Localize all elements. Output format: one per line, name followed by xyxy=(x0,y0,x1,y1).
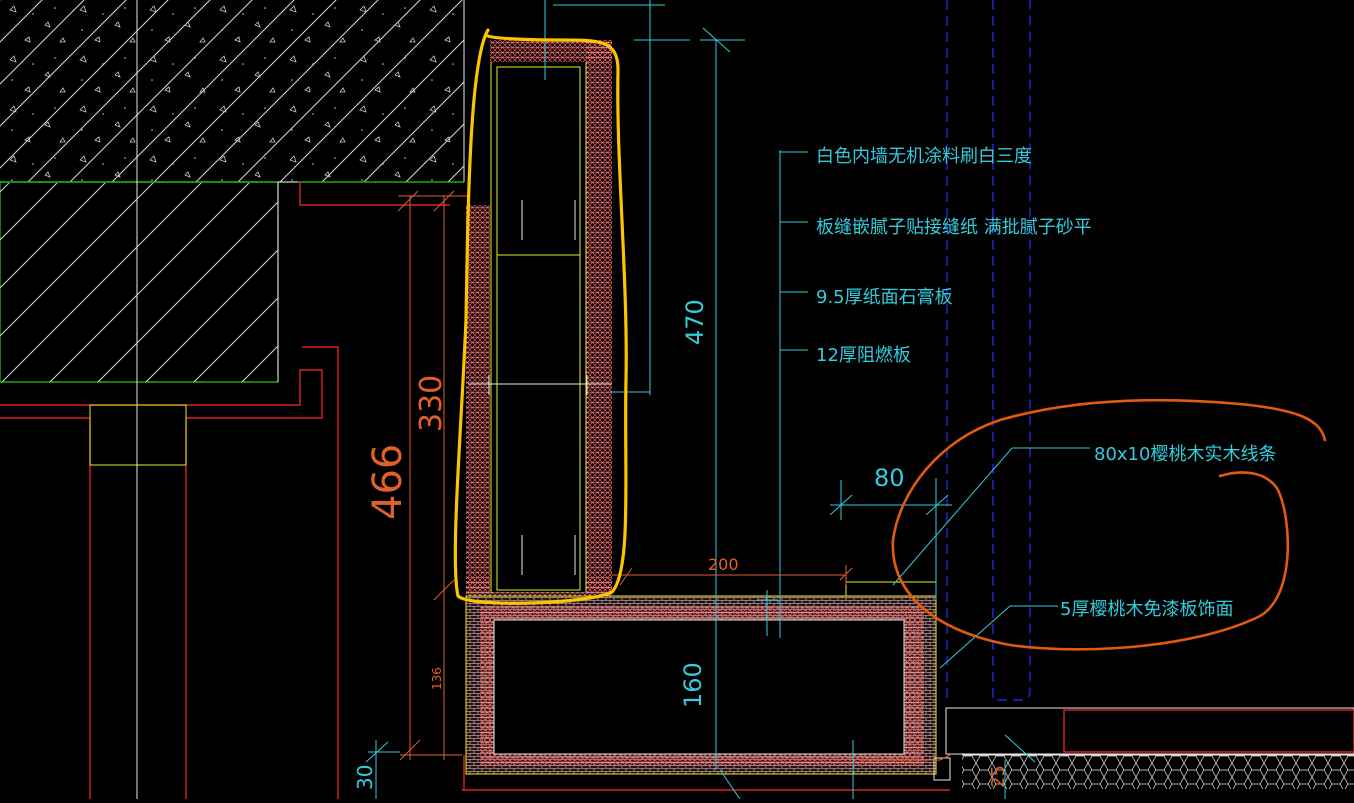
white-lines xyxy=(136,0,298,799)
annotation-trim: 80x10樱桃木实木线条 xyxy=(1094,444,1276,465)
upper-cladding xyxy=(466,40,612,600)
annotation-fireboard: 12厚阻燃板 xyxy=(816,345,911,366)
dimension-200: 200 xyxy=(708,555,739,574)
dimension-30: 30 xyxy=(353,765,377,790)
orange-dimension-lines xyxy=(397,190,951,761)
cyan-lines xyxy=(365,0,1090,800)
dimension-466: 466 xyxy=(365,444,411,520)
concrete-wall xyxy=(0,0,465,182)
annotation-gypsum: 9.5厚纸面石膏板 xyxy=(816,286,953,308)
annotation-joint: 板缝嵌腻子贴接缝纸 满批腻子砂平 xyxy=(816,217,1092,238)
yellow-highlight-outline xyxy=(453,28,628,605)
blue-dashed-lines xyxy=(946,0,1031,701)
dimension-330: 330 xyxy=(414,375,449,432)
dimension-80: 80 xyxy=(874,464,905,492)
dimension-160: 160 xyxy=(679,662,707,708)
lower-box xyxy=(465,581,951,781)
orange-highlight-outline xyxy=(891,398,1327,651)
dimension-136: 136 xyxy=(430,667,444,690)
floor xyxy=(945,707,1354,789)
annotation-coating: 白色内墙无机涂料刷白三度 xyxy=(816,146,1032,167)
beam-hatch xyxy=(0,183,278,382)
dimension-470: 470 xyxy=(681,299,709,345)
red-lines xyxy=(0,182,950,799)
yellow-post xyxy=(89,404,187,466)
annotation-veneer: 5厚樱桃木免漆板饰面 xyxy=(1060,599,1233,620)
dimension-25: 25 xyxy=(988,765,1009,788)
